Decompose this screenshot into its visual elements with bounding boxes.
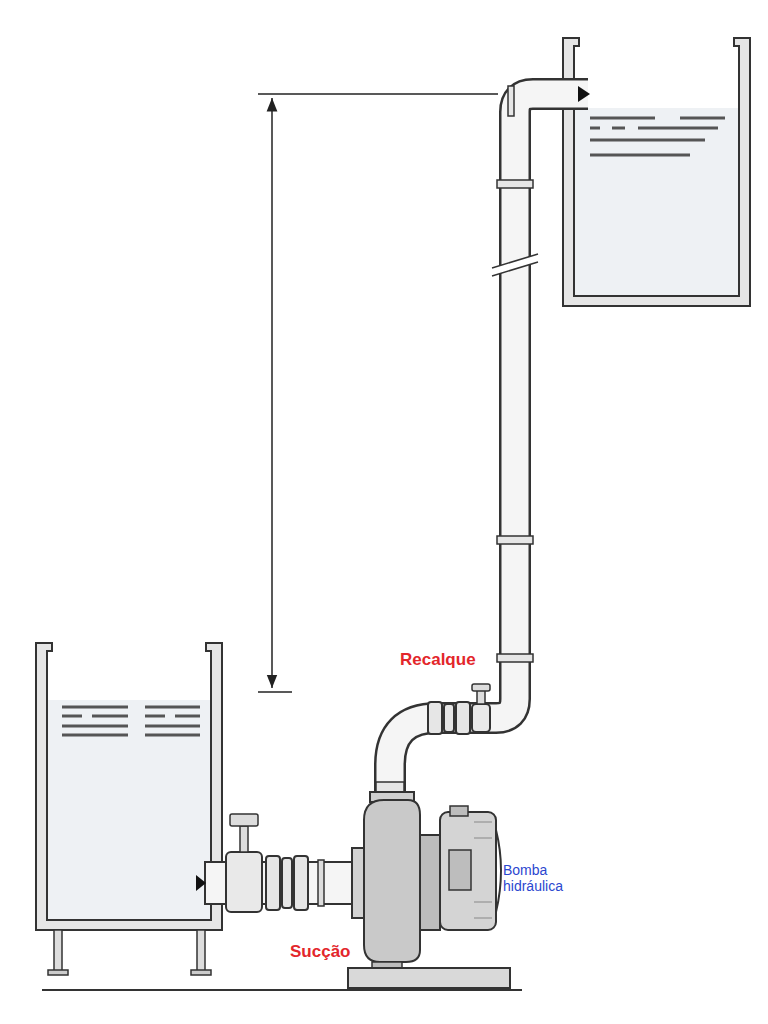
discharge-pipe-part (497, 536, 533, 544)
height-dimension (258, 94, 498, 692)
suction-pipe-part (282, 858, 292, 908)
pump-body-part (474, 838, 492, 839)
suction-tank-part (191, 970, 211, 975)
suction-tank-part (62, 725, 128, 728)
discharge-tank-part (573, 108, 740, 296)
discharge-tank-part (590, 154, 690, 157)
pump-body-part (474, 902, 492, 903)
pump-body-part (450, 806, 468, 816)
height-dimension-part (258, 93, 498, 95)
height-dimension-part (271, 98, 273, 688)
suction-tank-part (36, 643, 222, 930)
discharge-pipe-part (390, 94, 588, 792)
pump-body-part (348, 968, 510, 988)
discharge-tank-part (680, 117, 725, 120)
suction-tank-part (175, 715, 200, 718)
suction-tank-part (92, 715, 128, 718)
suction-tank-part (145, 715, 165, 718)
discharge-tank-part (590, 117, 655, 120)
part-label: Bomba hidráulica (503, 862, 577, 894)
discharge-tank-part (638, 127, 718, 130)
ground-line-part (42, 989, 522, 991)
suction-tank-part (145, 706, 200, 709)
pump-body-part (352, 848, 364, 918)
suction-pipe-part (226, 852, 262, 912)
discharge-tank-part (612, 127, 625, 130)
discharge-tank-part (563, 38, 750, 306)
pump-body-part (474, 822, 492, 918)
suction-tank (36, 643, 222, 975)
discharge-pipe-part (472, 704, 490, 732)
discharge-pipe-part (376, 782, 404, 792)
pump-body-part (496, 830, 501, 912)
pump-body-part (474, 822, 492, 823)
discharge-tank-part (590, 118, 725, 155)
discharge-pipe-part (472, 684, 490, 691)
discharge-pipe-part (578, 86, 590, 102)
break-mark (492, 254, 538, 276)
suction-pipe (196, 814, 360, 912)
break-mark-part (492, 262, 538, 276)
discharge-pipe-part (428, 702, 442, 734)
discharge-tank-part (590, 139, 705, 142)
discharge-pipe (376, 86, 590, 792)
suction-pipe-part (266, 856, 280, 910)
break-mark-part (492, 254, 538, 276)
discharge-pipe-part (444, 704, 454, 732)
discharge-pipe-part (456, 702, 470, 734)
suction-pipe-part (294, 856, 308, 910)
pump-body-part (449, 850, 471, 890)
suction-tank-part (62, 706, 128, 709)
ground-line (42, 990, 522, 991)
suction-tank-part (62, 734, 128, 737)
suction-pipe-part (230, 814, 258, 826)
suction-tank-part (48, 970, 68, 975)
discharge-pipe-part (497, 654, 533, 662)
pump-body-part (364, 800, 420, 962)
suction-pipe-part (196, 875, 206, 891)
part-label: Sucção (290, 942, 350, 962)
part-label: Recalque (400, 650, 476, 670)
height-dimension-part (258, 691, 292, 693)
suction-tank-part (62, 707, 200, 735)
suction-tank-part (54, 930, 62, 972)
pump-body-part (474, 918, 492, 919)
pump-body-part (420, 835, 440, 930)
suction-tank-part (197, 930, 205, 972)
pump-body-part (440, 812, 496, 930)
discharge-pipe-part (477, 690, 485, 704)
suction-pipe-part (318, 860, 324, 906)
break-mark-part (492, 254, 538, 268)
discharge-pipe-part (497, 180, 533, 188)
discharge-pipe-part (508, 86, 514, 116)
suction-tank-part (145, 734, 200, 737)
suction-tank-part (62, 715, 82, 718)
suction-pipe-part (240, 826, 248, 852)
discharge-tank-part (590, 127, 600, 130)
suction-tank-part (145, 725, 200, 728)
suction-tank-part (46, 700, 212, 920)
discharge-pipe-part (390, 94, 588, 792)
pump-body (348, 792, 510, 988)
discharge-tank (563, 38, 750, 306)
